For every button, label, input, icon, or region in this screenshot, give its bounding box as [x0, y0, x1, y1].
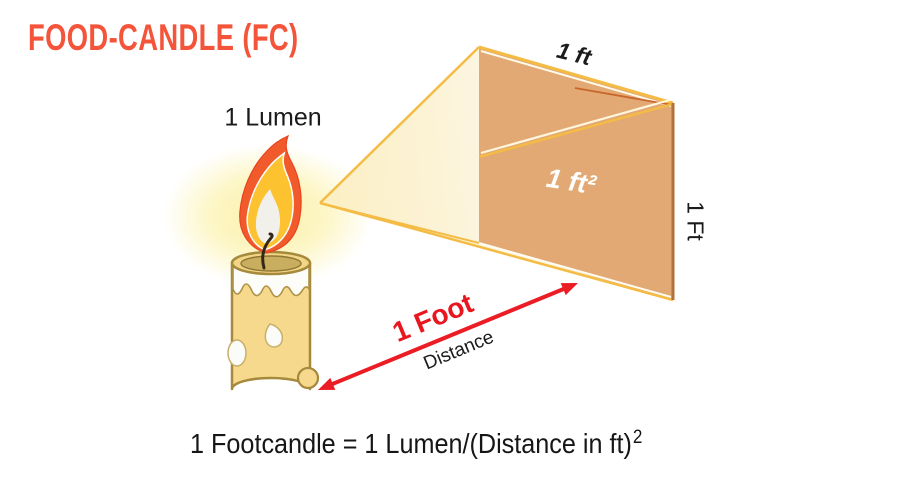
- candle-icon: [227, 250, 320, 391]
- candle-drip-comma: [264, 323, 284, 348]
- surface-top-shadow-line: [574, 87, 673, 106]
- lumen-label: 1 Lumen: [224, 103, 322, 132]
- formula-base: 1 Footcandle = 1 Lumen/(Distance in ft): [190, 428, 632, 459]
- illuminated-surface: [479, 47, 673, 300]
- candle-drip-blob: [227, 339, 247, 367]
- surface-top-edge: [478, 45, 674, 105]
- candle-opening: [240, 255, 302, 272]
- flame-inner: [255, 189, 280, 244]
- surface-bottom-highlight: [478, 242, 672, 298]
- surface-top-highlight: [480, 50, 672, 107]
- candle-wax-bump: [296, 366, 320, 390]
- candle-wick: [261, 232, 274, 270]
- beam-edge-bottom: [319, 201, 674, 302]
- formula-exponent: 2: [632, 427, 643, 448]
- footcandle-formula: 1 Footcandle = 1 Lumen/(Distance in ft)2: [190, 427, 643, 460]
- beam-edge-diagonal: [478, 102, 674, 159]
- distance-arrow: [318, 283, 578, 390]
- beam-edge-top-left: [319, 46, 480, 204]
- surface-height-label: 1 Ft: [682, 201, 709, 241]
- flame-icon: [239, 134, 302, 270]
- page-title: FOOD-CANDLE (FC): [28, 17, 299, 58]
- beam-edge-diagonal-highlight: [480, 98, 671, 155]
